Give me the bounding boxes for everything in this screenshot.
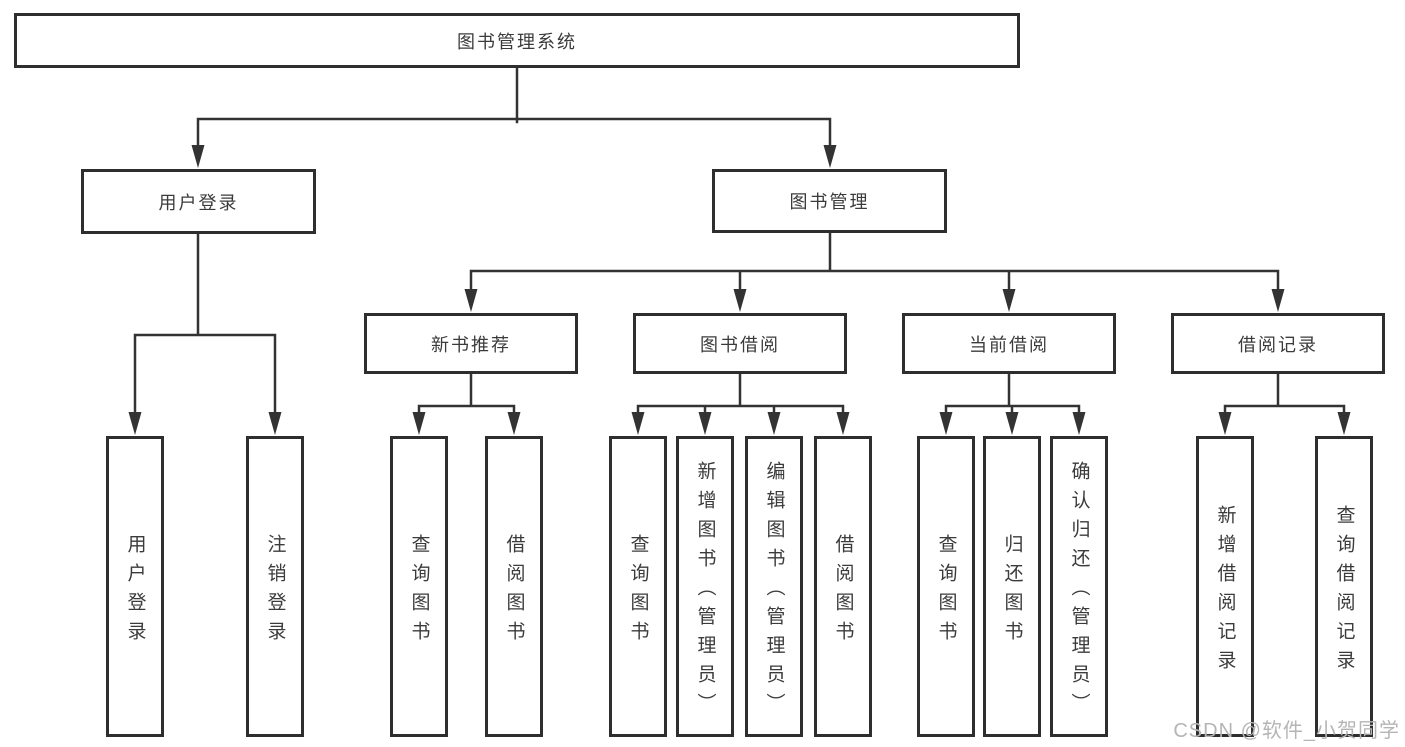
- node-borrowing-records: 借阅记录: [1171, 313, 1385, 374]
- node-leaf-borrowing-query-books: 查询图书: [609, 436, 667, 737]
- node-book-management: 图书管理: [712, 169, 947, 233]
- node-label: 编辑图书（管理员）: [763, 461, 785, 722]
- node-label: 图书借阅: [700, 334, 780, 355]
- node-leaf-borrowing-borrow-books: 借阅图书: [814, 436, 872, 737]
- node-leaf-query-borrow-record: 查询借阅记录: [1315, 436, 1373, 737]
- node-label: 图书管理: [789, 192, 870, 212]
- node-label: 查询图书: [627, 533, 649, 650]
- node-leaf-return-books: 归还图书: [983, 436, 1041, 737]
- node-leaf-recommend-borrow-books: 借阅图书: [485, 436, 543, 737]
- node-leaf-edit-books-admin: 编辑图书（管理员）: [745, 436, 803, 737]
- node-label: 查询图书: [935, 533, 957, 650]
- node-leaf-current-query-books: 查询图书: [917, 436, 975, 737]
- node-leaf-add-borrow-record: 新增借阅记录: [1196, 436, 1254, 737]
- node-leaf-logout: 注销登录: [246, 436, 304, 737]
- node-current-borrowing: 当前借阅: [902, 313, 1116, 374]
- node-label: 用户登录: [158, 192, 239, 213]
- node-book-borrowing: 图书借阅: [633, 313, 847, 374]
- node-leaf-user-login: 用户登录: [106, 436, 164, 737]
- node-leaf-confirm-return-admin: 确认归还（管理员）: [1050, 436, 1108, 737]
- node-label: 查询图书: [408, 533, 430, 650]
- node-label: 查询借阅记录: [1333, 504, 1355, 679]
- node-root: 图书管理系统: [14, 13, 1020, 68]
- node-label: 当前借阅: [969, 334, 1049, 355]
- node-label: 新书推荐: [431, 334, 511, 355]
- node-label: 借阅图书: [503, 533, 525, 650]
- node-leaf-add-books-admin: 新增图书（管理员）: [676, 436, 734, 737]
- node-leaf-recommend-query-books: 查询图书: [390, 436, 448, 737]
- node-label: 新增图书（管理员）: [694, 461, 716, 722]
- node-label: 借阅图书: [832, 533, 854, 650]
- csdn-watermark: CSDN @软件_小贺同学: [1173, 720, 1400, 742]
- node-label: 注销登录: [264, 533, 286, 650]
- node-label: 新增借阅记录: [1214, 504, 1236, 679]
- node-label: 确认归还（管理员）: [1068, 461, 1090, 722]
- node-label: 借阅记录: [1238, 334, 1318, 355]
- node-new-book-recommendation: 新书推荐: [364, 313, 578, 374]
- node-label: 归还图书: [1001, 533, 1023, 650]
- node-label: 图书管理系统: [457, 31, 577, 52]
- node-label: 用户登录: [124, 533, 146, 650]
- node-user-login: 用户登录: [81, 169, 316, 234]
